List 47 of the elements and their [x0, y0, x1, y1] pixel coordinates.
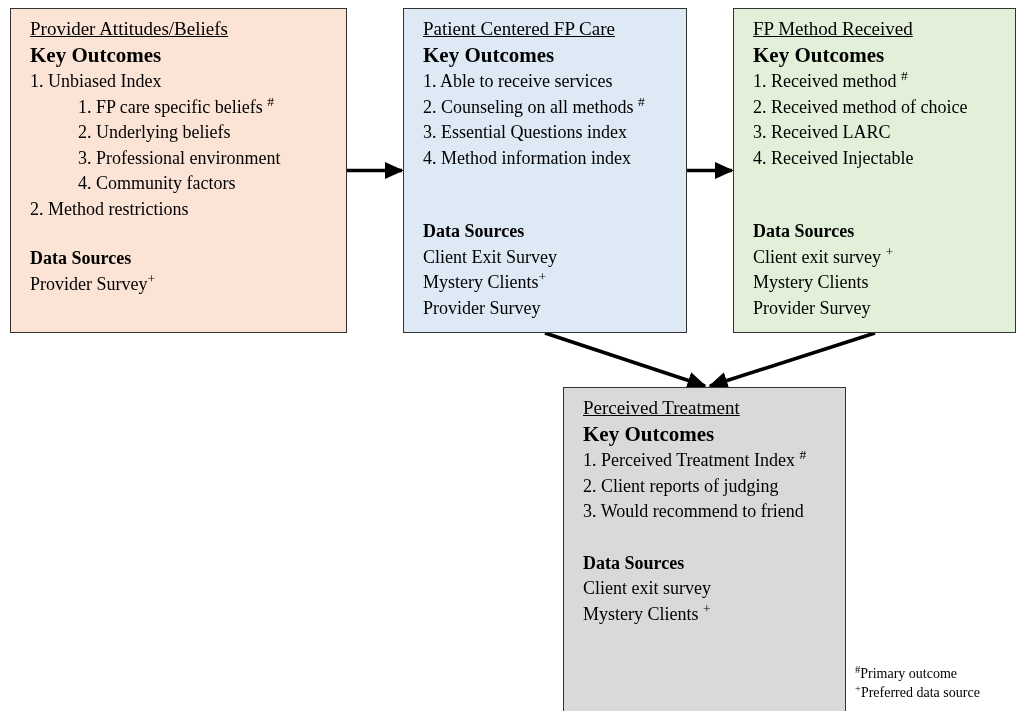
section-heading: Key Outcomes — [753, 42, 885, 69]
list-item: 2. Underlying beliefs — [77, 121, 231, 144]
list-item: 1. FP care specific beliefs $^{#}$ — [77, 94, 274, 119]
box-heading: FP Method Received — [753, 17, 913, 41]
section-heading: Key Outcomes — [583, 421, 715, 448]
box-heading: Provider Attitudes/Beliefs — [30, 17, 228, 41]
list-item: 4. Community factors — [77, 172, 236, 195]
list-item: 2. Received method of choice — [753, 95, 968, 119]
data-source: Client exit survey — [583, 577, 711, 600]
section-heading: Data Sources — [753, 220, 855, 243]
section-heading: Key Outcomes — [423, 42, 555, 69]
footnote: $^{+}$Preferred data source — [855, 683, 980, 702]
list-item: 2. Counseling on all methods $^{#}$ — [423, 94, 645, 119]
list-item: 3. Would recommend to friend — [583, 500, 804, 523]
list-item: 4. Method information index — [423, 146, 631, 170]
data-source: Mystery Clients$^{+}$ — [423, 270, 547, 294]
data-source: Provider Survey$^{+}$ — [30, 271, 156, 296]
outcome-box — [10, 8, 347, 333]
list-item: 1. Unbiased Index — [30, 70, 162, 93]
arrow — [687, 161, 734, 180]
outcome-box — [563, 387, 846, 711]
list-item: 3. Essential Questions index — [423, 121, 627, 144]
list-item: 1. Perceived Treatment Index $^{#}$ — [583, 448, 807, 472]
outcome-box — [733, 8, 1016, 333]
section-heading: Key Outcomes — [30, 42, 162, 69]
data-source: Provider Survey — [423, 296, 541, 320]
data-source: Provider Survey — [753, 296, 871, 320]
outcome-box — [403, 8, 687, 333]
section-heading: Data Sources — [583, 551, 685, 575]
data-source: Client exit survey $^{+}$ — [753, 244, 894, 269]
section-heading: Data Sources — [30, 247, 132, 270]
data-source: Client Exit Survey — [423, 245, 557, 269]
list-item: 2. Method restrictions — [30, 197, 189, 221]
list-item: 4. Received Injectable — [753, 146, 914, 170]
list-item: 2. Client reports of judging — [583, 474, 779, 498]
list-item: 3. Professional environment — [77, 146, 281, 170]
section-heading: Data Sources — [423, 220, 525, 243]
list-item: 1. Received method $^{#}$ — [753, 69, 908, 93]
box-heading: Patient Centered FP Care — [423, 17, 615, 41]
data-source: Mystery Clients — [753, 271, 869, 294]
list-item: 3. Received LARC — [753, 121, 891, 144]
arrow — [708, 331, 876, 389]
arrow — [347, 161, 404, 180]
arrow — [544, 331, 707, 389]
data-source: Mystery Clients $^{+}$ — [583, 601, 711, 626]
box-heading: Perceived Treatment — [583, 396, 740, 420]
list-item: 1. Able to receive services — [423, 70, 613, 93]
